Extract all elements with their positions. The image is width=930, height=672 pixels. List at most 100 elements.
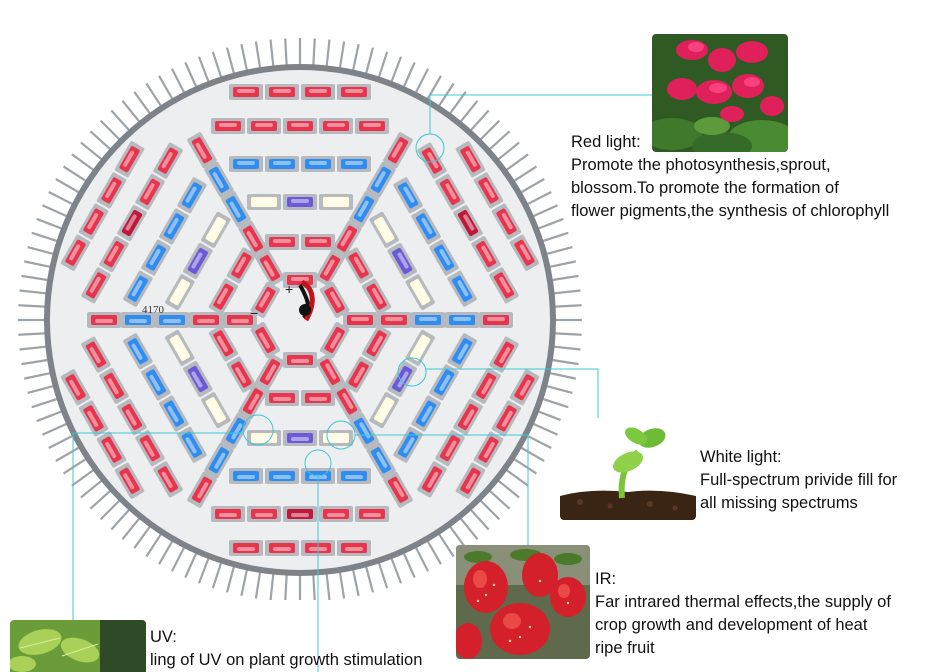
power-wires — [298, 279, 315, 322]
led-chip — [489, 336, 519, 373]
led-chip — [319, 322, 350, 358]
led-chip — [201, 211, 231, 248]
red-light-line-3: flower pigments,the synthesis of chlorop… — [571, 202, 890, 220]
polarity-plus: + — [285, 281, 293, 297]
led-chip — [405, 329, 435, 366]
ir-line-1: Far intrared thermal effects,the supply … — [595, 593, 891, 611]
led-chip — [229, 84, 263, 100]
led-chip — [201, 392, 231, 429]
led-chip — [369, 392, 399, 429]
led-chip — [187, 132, 217, 169]
led-chip — [60, 234, 91, 271]
led-chip — [283, 352, 317, 368]
ir-callout: IR: Far intrared thermal effects,the sup… — [595, 568, 891, 660]
led-chip — [301, 84, 335, 100]
led-chip — [377, 312, 411, 328]
green-leaves-photo — [10, 620, 146, 672]
led-chip — [343, 312, 377, 328]
led-chip — [223, 312, 257, 328]
led-chip — [301, 156, 335, 172]
uv-line-1: ling of UV on plant growth stimulation — [150, 651, 423, 669]
led-chip — [87, 312, 121, 328]
led-chip — [366, 161, 396, 198]
led-chip — [141, 364, 171, 401]
led-chip — [265, 540, 299, 556]
led-chip — [343, 356, 374, 393]
red-light-title: Red light: — [571, 133, 641, 151]
led-chip — [453, 205, 483, 241]
led-chip — [489, 267, 519, 304]
led-chip — [165, 274, 195, 311]
led-chip — [250, 282, 281, 318]
led-chip — [123, 270, 153, 307]
white-light-callout: White light: Full-spectrum privide fill … — [700, 446, 897, 515]
led-chip — [332, 383, 362, 420]
led-chip — [301, 234, 335, 250]
led-chip — [78, 400, 109, 437]
led-chip — [301, 390, 335, 406]
led-chip — [473, 172, 504, 209]
led-chip — [159, 395, 189, 432]
uv-callout: UV: ling of UV on plant growth stimulati… — [150, 626, 422, 672]
led-chip — [447, 333, 477, 370]
led-chip — [165, 329, 195, 366]
led-chip — [455, 141, 486, 178]
led-chip — [319, 282, 350, 318]
led-chip — [114, 141, 145, 178]
led-chip — [238, 383, 268, 420]
led-chip — [265, 156, 299, 172]
led-chip — [183, 243, 213, 279]
led-chip — [81, 336, 111, 373]
led-chip — [255, 250, 285, 287]
led-chip — [491, 203, 522, 240]
led-chip — [208, 325, 239, 362]
led-chip — [319, 194, 353, 210]
led-chip — [211, 118, 245, 134]
led-chip — [265, 84, 299, 100]
led-chip — [445, 312, 479, 328]
led-chip — [471, 236, 501, 273]
led-chip — [411, 208, 441, 245]
led-chip — [183, 361, 213, 397]
led-chip — [229, 540, 263, 556]
led-chip — [265, 234, 299, 250]
led-chip — [411, 312, 445, 328]
red-flowers-photo — [652, 34, 788, 152]
led-chip — [509, 234, 540, 271]
led-chip — [337, 540, 371, 556]
led-chip — [383, 132, 413, 169]
led-chip — [141, 239, 171, 276]
led-chip — [99, 236, 129, 273]
led-chip — [189, 312, 223, 328]
led-chip — [355, 506, 389, 522]
led-chip — [349, 191, 379, 228]
red-light-line-1: Promote the photosynthesis,sprout, — [571, 156, 831, 174]
led-chip — [337, 84, 371, 100]
led-chip — [99, 367, 129, 404]
led-chip — [247, 194, 281, 210]
led-chip — [343, 247, 374, 284]
ir-line-3: ripe fruit — [595, 639, 655, 657]
led-grow-light-board: 4170 + − — [18, 38, 582, 600]
led-chip — [337, 156, 371, 172]
led-chip — [221, 191, 251, 228]
led-chip — [361, 278, 392, 315]
strawberries-photo — [456, 545, 590, 659]
led-chip — [361, 325, 392, 362]
led-chip — [332, 220, 362, 257]
led-chip — [177, 177, 207, 214]
led-chip — [319, 118, 353, 134]
led-chip — [250, 322, 281, 358]
led-chip — [121, 312, 155, 328]
led-chip — [238, 220, 268, 257]
led-chip — [78, 203, 109, 240]
led-chip — [60, 369, 91, 406]
led-chip — [435, 173, 465, 210]
ir-line-2: crop growth and development of heat — [595, 616, 868, 634]
led-chip — [96, 172, 127, 209]
led-chip — [283, 506, 317, 522]
ir-title: IR: — [595, 570, 617, 588]
led-chip — [123, 333, 153, 370]
led-chip — [81, 267, 111, 304]
